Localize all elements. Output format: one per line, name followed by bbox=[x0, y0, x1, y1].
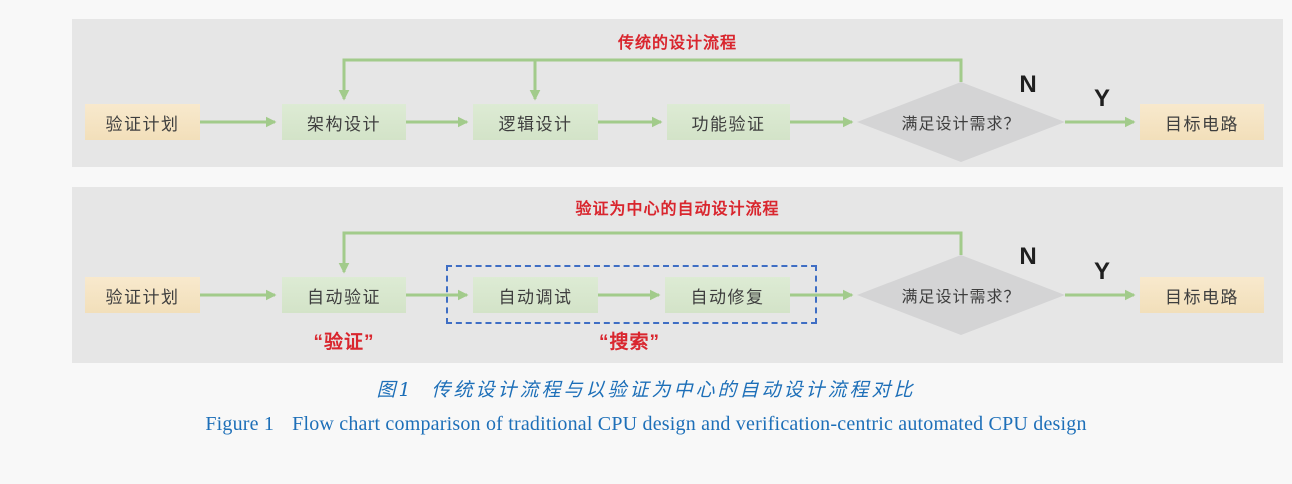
panel-title-traditional: 传统的设计流程 bbox=[617, 35, 737, 52]
label-no: N bbox=[1019, 243, 1037, 270]
node-architecture-design: 架构设计 bbox=[282, 104, 406, 140]
node-functional-verification: 功能验证 bbox=[667, 104, 790, 140]
node-auto-verification: 自动验证 bbox=[282, 277, 406, 313]
figure-caption-cn-text: 传统设计流程与以验证为中心的自动设计流程对比 bbox=[431, 379, 916, 401]
panel-title-automated: 验证为中心的自动设计流程 bbox=[575, 201, 780, 218]
label-yes: Y bbox=[1093, 258, 1110, 285]
node-target-circuit: 目标电路 bbox=[1140, 104, 1264, 140]
figure-caption-en-label: Figure 1 bbox=[205, 413, 275, 435]
figure-caption-cn-label: 图1 bbox=[376, 379, 414, 401]
node-auto-repair: 自动修复 bbox=[665, 277, 790, 313]
figure-caption: 图1 传统设计流程与以验证为中心的自动设计流程对比 Figure 1 Flow ch… bbox=[0, 376, 1292, 438]
flow-panel-traditional: 传统的设计流程 验证计划 架构设计 逻辑设计 功能验证 满足设计需求？ 目标电路 bbox=[72, 19, 1283, 167]
feedback-no-to-arch bbox=[338, 58, 963, 101]
node-auto-debug: 自动调试 bbox=[473, 277, 598, 313]
annotation-verify: “验证” bbox=[313, 332, 375, 353]
search-scope-dashed-box bbox=[446, 265, 817, 324]
figure-caption-en: Figure 1 Flow chart comparison of traditi… bbox=[0, 410, 1292, 438]
flow-panel-automated: 验证为中心的自动设计流程 验证计划 自动验证 自动调试 自动修复 满足设计需求？… bbox=[72, 187, 1283, 363]
label-no: N bbox=[1019, 71, 1037, 98]
node-logic-design: 逻辑设计 bbox=[473, 104, 598, 140]
node-target-circuit: 目标电路 bbox=[1140, 277, 1264, 313]
figure-caption-cn: 图1 传统设计流程与以验证为中心的自动设计流程对比 bbox=[0, 376, 1292, 404]
node-verification-plan: 验证计划 bbox=[85, 104, 200, 140]
label-yes: Y bbox=[1093, 85, 1110, 112]
node-verification-plan: 验证计划 bbox=[85, 277, 200, 313]
annotation-search: “搜索” bbox=[598, 332, 660, 353]
figure-caption-en-text: Flow chart comparison of traditional CPU… bbox=[292, 413, 1087, 435]
